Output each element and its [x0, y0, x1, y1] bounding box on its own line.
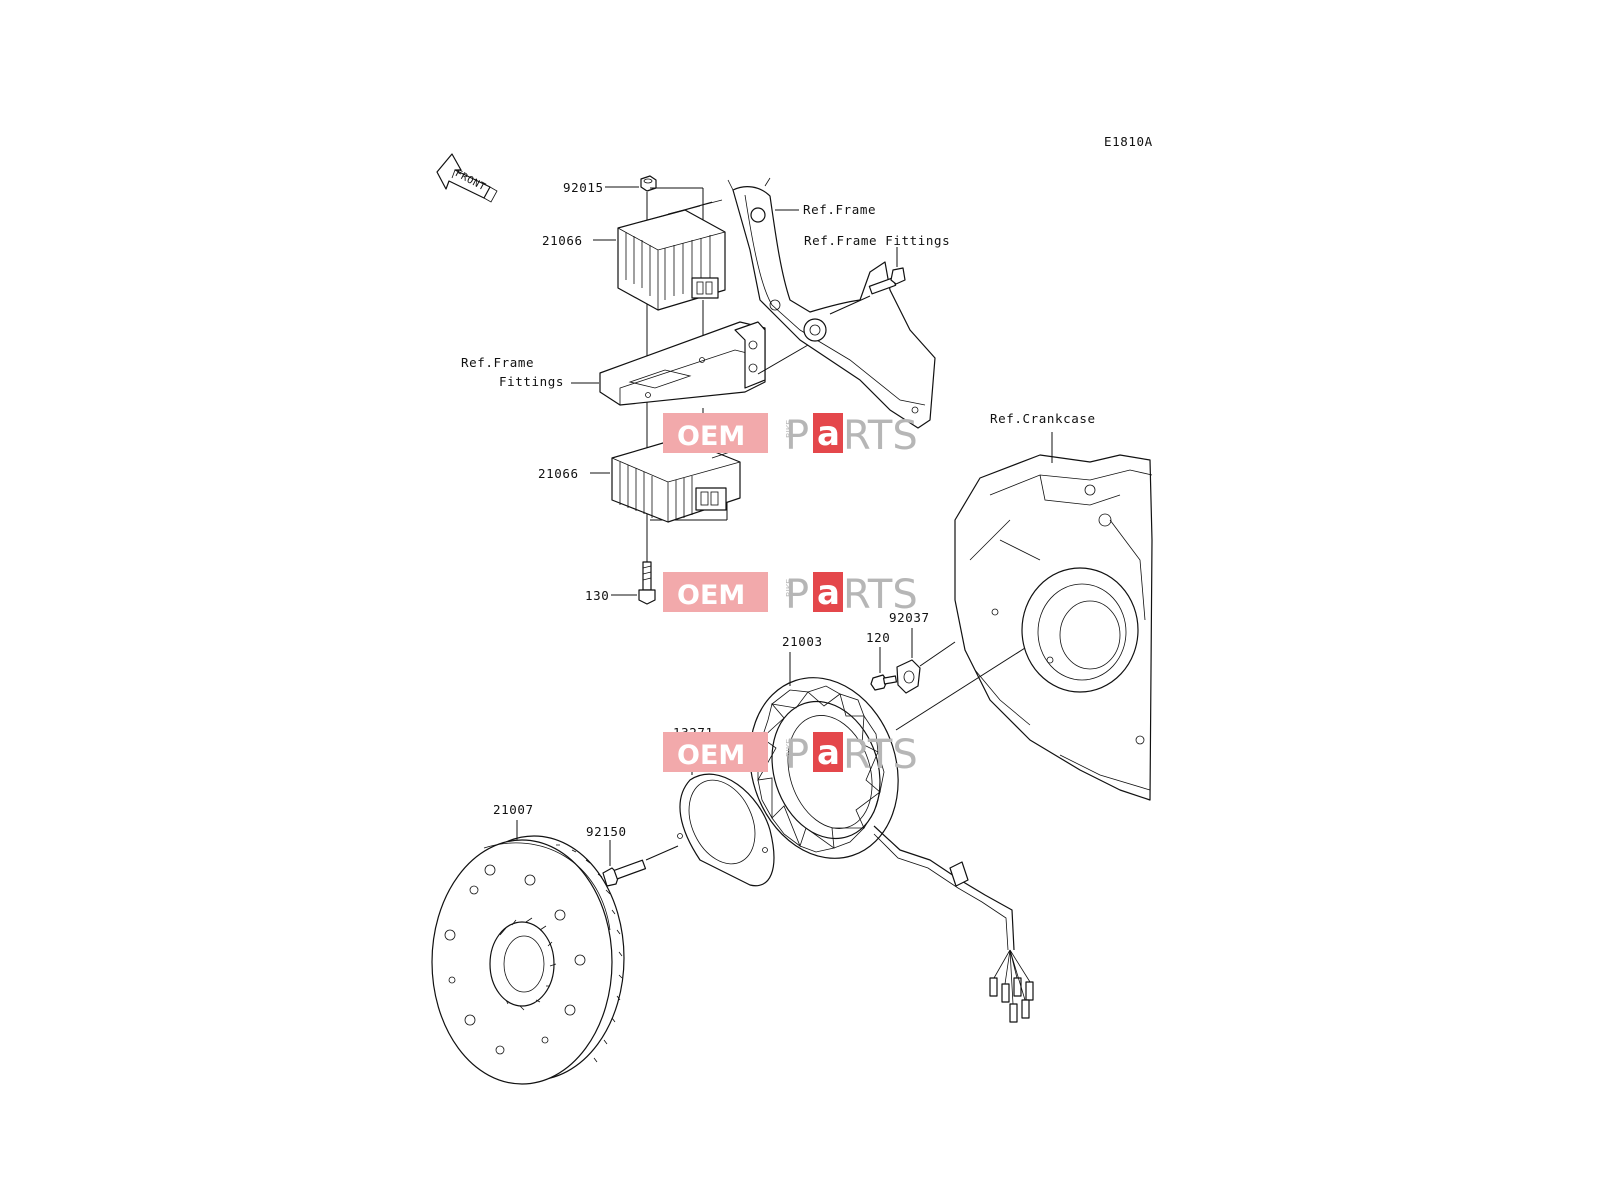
- label-92015: 92015: [563, 180, 604, 195]
- label-21003: 21003: [782, 634, 823, 649]
- front-arrow-icon: FRONT: [436, 153, 498, 203]
- svg-text:RTS: RTS: [843, 732, 918, 778]
- gasket-13271: [677, 773, 775, 887]
- label-ref-frame-fittings-right: Ref.Frame Fittings: [804, 233, 950, 248]
- watermark-2: OEM BIKE P a RTS: [663, 572, 918, 618]
- label-92037: 92037: [889, 610, 930, 625]
- svg-text:OEM: OEM: [677, 421, 745, 452]
- svg-text:OEM: OEM: [677, 740, 745, 771]
- label-21066-top: 21066: [542, 233, 583, 248]
- ref-frame-part: [727, 177, 936, 429]
- svg-text:RTS: RTS: [843, 572, 918, 618]
- label-92150: 92150: [586, 824, 627, 839]
- svg-text:a: a: [817, 573, 840, 613]
- svg-text:P: P: [785, 413, 809, 459]
- svg-text:BIKE: BIKE: [785, 739, 794, 757]
- label-ref-crankcase: Ref.Crankcase: [990, 411, 1096, 426]
- label-ref-frame-fittings-left-2: Fittings: [499, 374, 564, 389]
- screw-120: [870, 674, 898, 691]
- diagram-code: E1810A: [1104, 134, 1153, 149]
- svg-text:RTS: RTS: [843, 413, 918, 459]
- watermark-1: OEM BIKE P a RTS: [663, 413, 918, 459]
- svg-text:P: P: [785, 572, 809, 618]
- watermark-3: OEM BIKE P a RTS: [663, 732, 918, 778]
- svg-text:OEM: OEM: [677, 580, 745, 611]
- label-130: 130: [585, 588, 609, 603]
- label-120: 120: [866, 630, 890, 645]
- label-21007: 21007: [493, 802, 534, 817]
- label-ref-frame: Ref.Frame: [803, 202, 876, 217]
- svg-text:BIKE: BIKE: [785, 579, 794, 597]
- svg-text:a: a: [817, 414, 840, 454]
- regulator-rectifier-top: [617, 199, 726, 311]
- stator-21003: [749, 677, 1034, 1023]
- frame-fitting-bolt: [868, 267, 906, 295]
- svg-text:a: a: [817, 733, 840, 773]
- clamp-92037: [896, 659, 921, 694]
- nut-92015: [640, 175, 657, 192]
- svg-text:P: P: [785, 732, 809, 778]
- label-ref-frame-fittings-left-1: Ref.Frame: [461, 355, 534, 370]
- bolt-92150: [602, 859, 647, 887]
- label-21066-bottom: 21066: [538, 466, 579, 481]
- bolt-130: [638, 561, 656, 605]
- regulator-bracket: [599, 321, 766, 406]
- rotor-21007: [431, 835, 625, 1085]
- regulator-rectifier-bottom: [611, 437, 741, 523]
- ref-crankcase-part: [954, 454, 1153, 801]
- svg-text:BIKE: BIKE: [785, 420, 794, 438]
